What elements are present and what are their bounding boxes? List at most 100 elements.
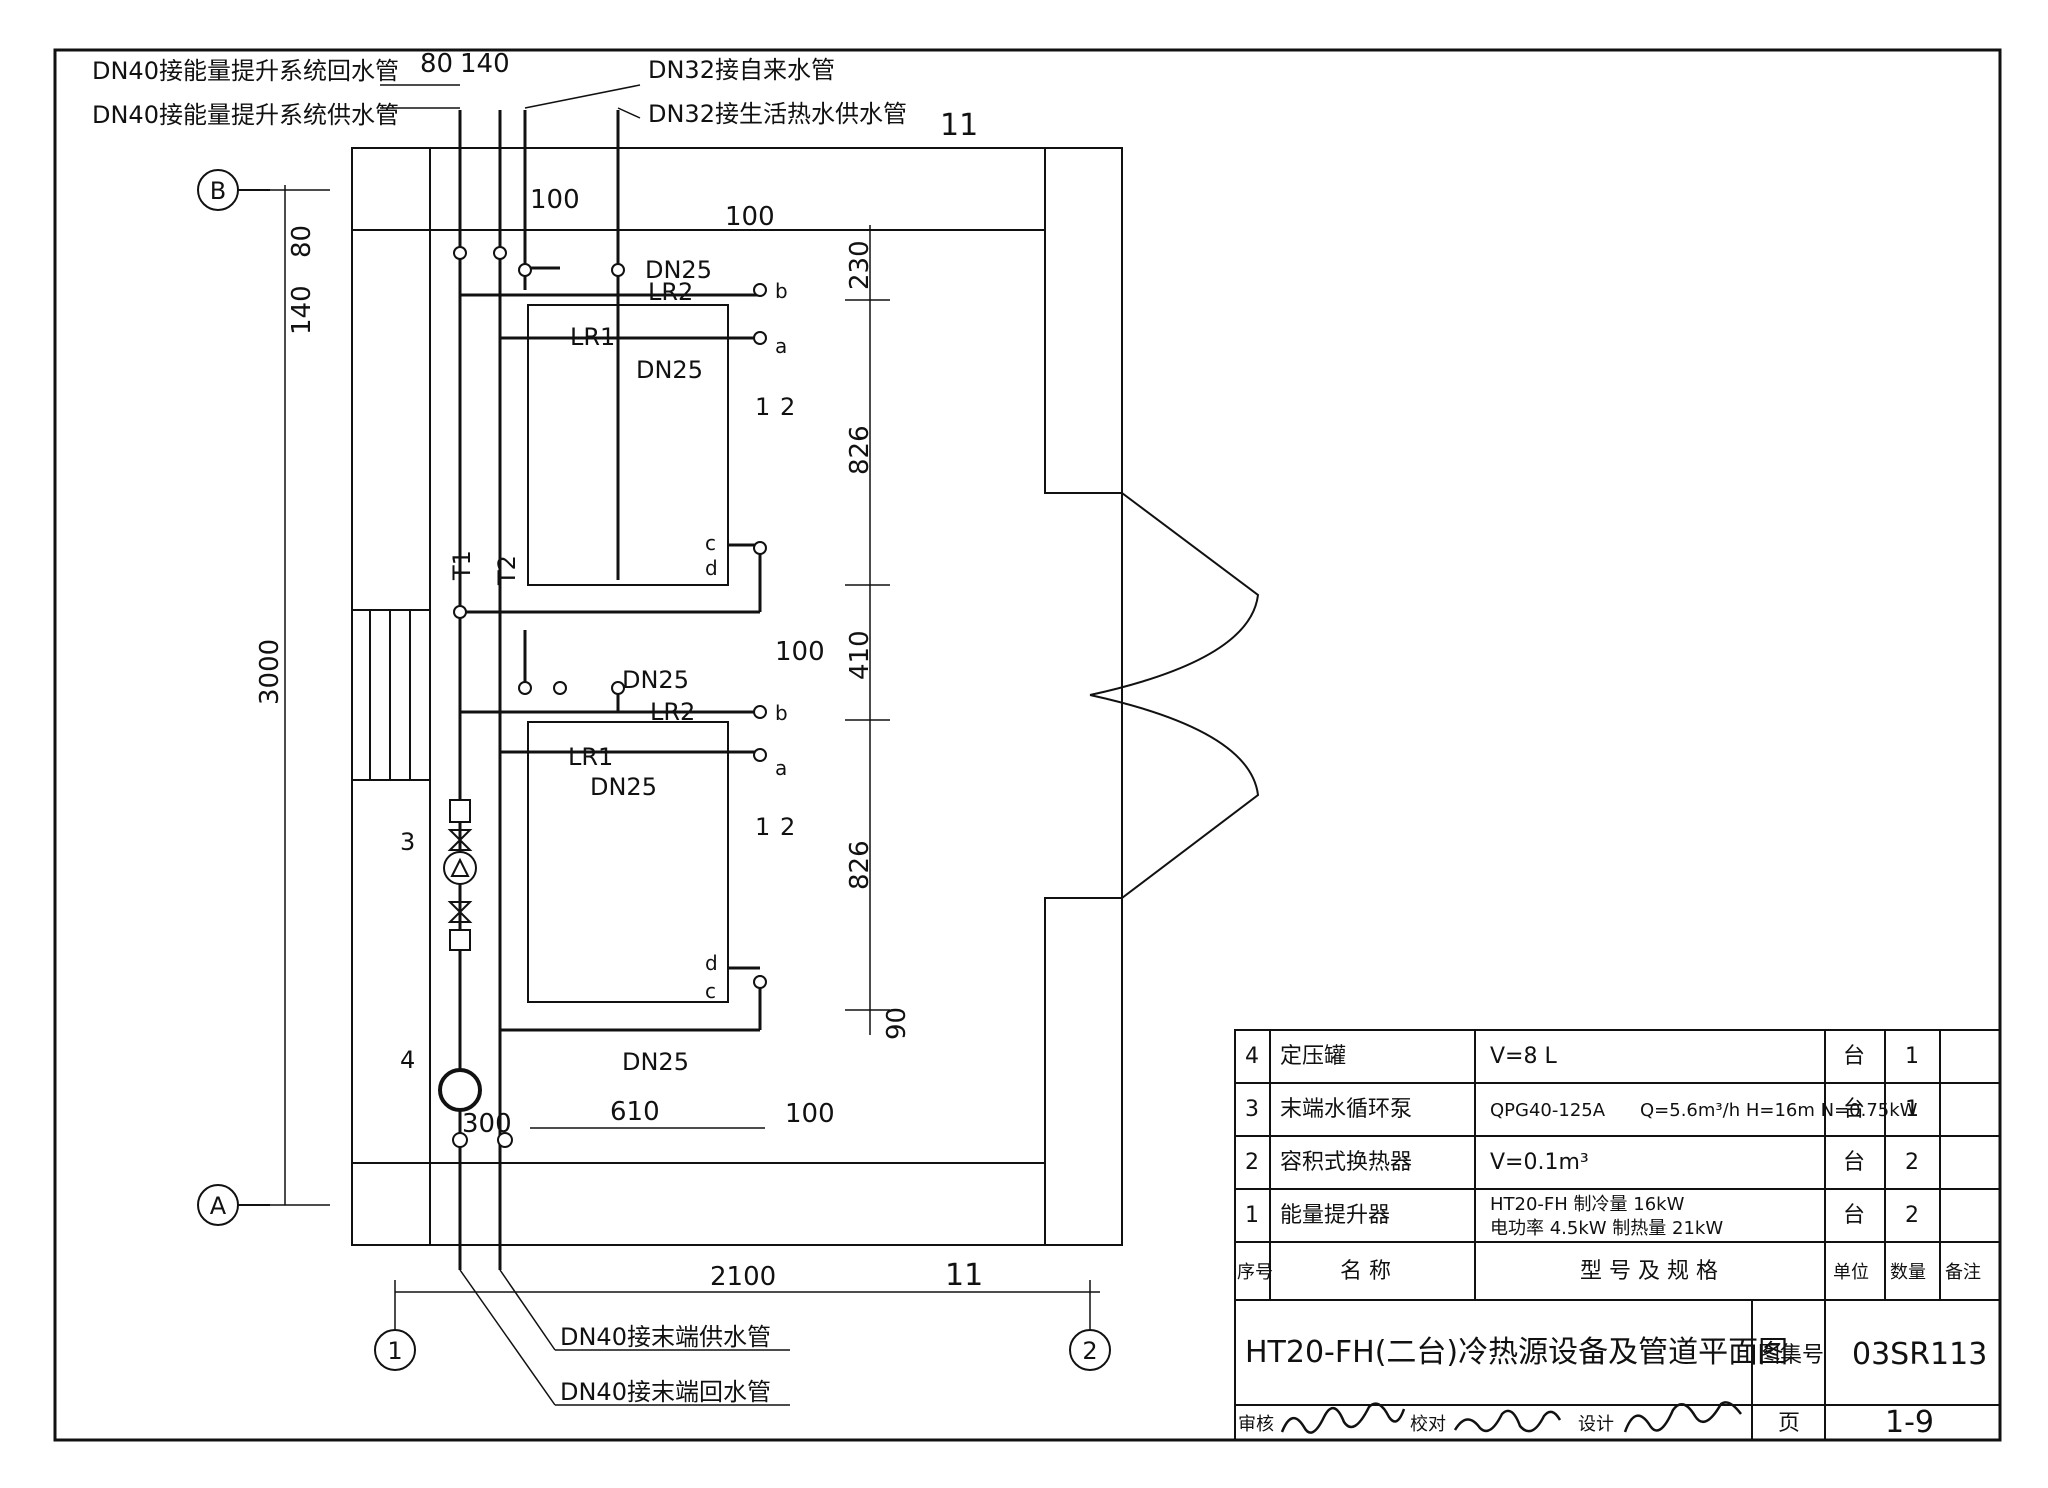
expansion-tank [438, 1068, 482, 1112]
dim-90: 90 [882, 1007, 912, 1040]
label-d-2: d [705, 951, 718, 975]
label-dn25-4: DN25 [590, 773, 657, 801]
row-2-name: 容积式换热器 [1280, 1150, 1412, 1175]
label-a-1: a [775, 334, 787, 358]
label-dn25-3: DN25 [622, 666, 689, 694]
check-label: 校对 [1410, 1414, 1446, 1435]
row-3-qty: 1 [1905, 1097, 1919, 1122]
row-4-name: 定压罐 [1280, 1044, 1346, 1069]
dim-230: 230 [845, 240, 875, 290]
row-4-unit: 台 [1843, 1044, 1865, 1069]
dim-80-left: 80 [287, 225, 317, 258]
room-walls [351, 147, 1134, 1246]
design-label: 设计 [1578, 1414, 1614, 1435]
label-unit-4: 2 [780, 813, 795, 841]
row-1-spec2: 电功率 4.5kW 制热量 21kW [1490, 1218, 1723, 1239]
label-c-2: c [705, 979, 716, 1003]
dim-410: 410 [845, 630, 875, 680]
row-2-spec: V=0.1m³ [1490, 1150, 1589, 1175]
label-unit-3: 1 [755, 813, 770, 841]
axis-b: B [210, 177, 226, 205]
hdr-note: 备注 [1945, 1262, 1981, 1283]
row-1-unit: 台 [1843, 1203, 1865, 1228]
door-swing [1089, 492, 1260, 899]
page-label: 页 [1778, 1411, 1800, 1436]
row-2-qty: 2 [1905, 1150, 1919, 1175]
label-b-1: b [775, 279, 788, 303]
dim-100-bot: 100 [785, 1099, 835, 1129]
label-item-4: 4 [400, 1046, 415, 1074]
label-lr1-2: LR1 [568, 743, 613, 771]
circulation-pump [443, 799, 477, 951]
pipe-nodes [452, 246, 767, 1148]
heat-exchanger-1 [527, 304, 729, 586]
dim-80-top: 80 [420, 49, 453, 79]
dim-826-b: 826 [845, 840, 875, 890]
label-t1: T1 [448, 550, 476, 581]
row-4-spec: V=8 L [1490, 1044, 1557, 1069]
label-tap-water: DN32接自来水管 [648, 56, 835, 84]
dim-100-mid: 100 [725, 202, 775, 232]
label-dn25-2: DN25 [636, 356, 703, 384]
dim-3000: 3000 [255, 639, 285, 705]
hdr-name: 名 称 [1340, 1259, 1391, 1284]
dim-140-left: 140 [287, 285, 317, 335]
row-3-unit: 台 [1843, 1097, 1865, 1122]
dimension-lines [270, 84, 1100, 1406]
piping [458, 110, 762, 1270]
dim-826-a: 826 [845, 425, 875, 475]
row-3-name: 末端水循环泵 [1280, 1097, 1412, 1122]
label-unit-1: 1 [755, 393, 770, 421]
hdr-no: 序号 [1237, 1262, 1273, 1283]
row-2-no: 2 [1245, 1150, 1259, 1175]
label-unit-2: 2 [780, 393, 795, 421]
label-item-3: 3 [400, 828, 415, 856]
row-1-no: 1 [1245, 1203, 1259, 1228]
axis-a: A [210, 1192, 227, 1220]
dim-140-top: 140 [460, 49, 510, 79]
break-mark-top: 11 [940, 108, 978, 143]
label-a-2: a [775, 756, 787, 780]
dim-2100: 2100 [710, 1262, 776, 1292]
row-2-unit: 台 [1843, 1150, 1865, 1175]
axis-1: 1 [387, 1337, 402, 1365]
dim-610: 610 [610, 1097, 660, 1127]
heat-exchanger-2 [527, 721, 729, 1003]
atlas-number: 03SR113 [1852, 1337, 1987, 1372]
row-3-no: 3 [1245, 1097, 1259, 1122]
label-t2: T2 [493, 555, 521, 586]
label-dn25-1: DN25 [645, 256, 712, 284]
row-3-spec2: Q=5.6m³/h H=16m N=0.75kW [1640, 1100, 1918, 1121]
label-lr2-1: LR2 [648, 278, 693, 306]
equipment-table [1234, 1029, 2001, 1441]
axis-2: 2 [1082, 1337, 1097, 1365]
row-1-qty: 2 [1905, 1203, 1919, 1228]
label-end-supply: DN40接末端供水管 [560, 1323, 771, 1351]
axis-bubbles [197, 169, 1111, 1371]
dim-100-right: 100 [775, 637, 825, 667]
review-label: 审核 [1238, 1414, 1274, 1435]
label-b-2: b [775, 701, 788, 725]
break-mark-bot: 11 [945, 1258, 983, 1293]
label-c-1: c [705, 531, 716, 555]
label-dn25-5: DN25 [622, 1048, 689, 1076]
row-1-spec: HT20-FH 制冷量 16kW [1490, 1194, 1685, 1215]
sheet-frame [53, 48, 2002, 1442]
dim-300: 300 [462, 1109, 512, 1139]
hdr-qty: 数量 [1890, 1262, 1926, 1283]
row-3-spec: QPG40-125A [1490, 1100, 1606, 1121]
atlas-label: 图集号 [1758, 1343, 1824, 1368]
signatures [1280, 1401, 1742, 1434]
label-return-pipe: DN40接能量提升系统回水管 [92, 57, 399, 85]
drawing-title: HT20-FH(二台)冷热源设备及管道平面图 [1245, 1335, 1788, 1370]
page-number: 1-9 [1885, 1405, 1934, 1440]
label-hot-water: DN32接生活热水供水管 [648, 100, 907, 128]
row-4-no: 4 [1245, 1044, 1259, 1069]
label-lr2-2: LR2 [650, 698, 695, 726]
label-d-1: d [705, 556, 718, 580]
dim-100-top: 100 [530, 185, 580, 215]
row-4-qty: 1 [1905, 1044, 1919, 1069]
label-supply-pipe: DN40接能量提升系统供水管 [92, 101, 399, 129]
hdr-unit: 单位 [1833, 1262, 1869, 1283]
